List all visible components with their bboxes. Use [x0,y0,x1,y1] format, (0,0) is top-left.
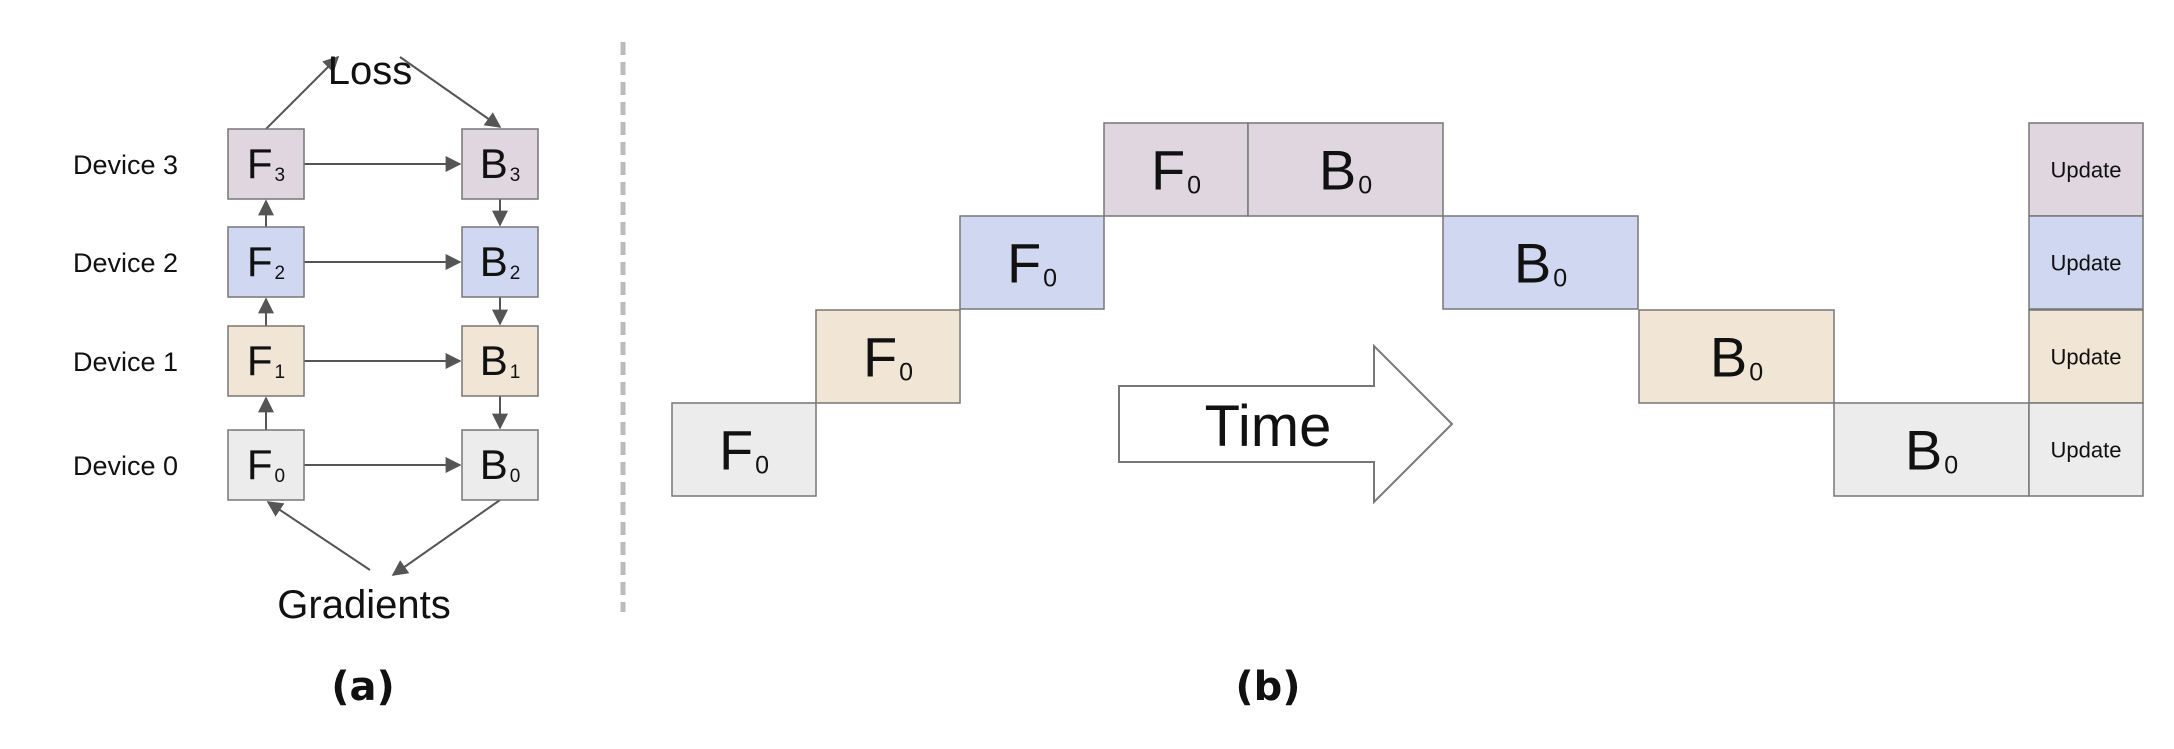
device-0-label: Device 0 [73,451,178,481]
device-1-label: Device 1 [73,347,178,377]
device-2-backward-label-base: B [480,238,508,285]
device-1-forward-label-base: F [247,337,273,384]
device-3-backward-label-base: B [480,140,508,187]
device-3-backward-step [1247,122,1444,217]
time-arrow-shape [1118,343,1454,505]
device-3-backward-box [461,128,539,200]
device-1-backward-label-base: B [480,337,508,384]
device-2-update-step [2028,215,2144,310]
device-3-forward-step-label-subscript: 0 [1187,172,1201,200]
device-0-forward-step [671,402,817,497]
device-2-update-label: Update [2051,251,2122,276]
device-3-update-step [2028,122,2144,217]
device-2-backward-step-label: B0 [1514,232,1567,295]
device-2-forward-label-subscript: 2 [275,263,286,284]
device-0-forward-label-subscript: 0 [275,466,286,487]
device-3-forward-step [1103,122,1249,217]
device-2-forward-box [227,226,305,298]
device-2-backward-step-label-base: B [1514,232,1551,295]
loss-to-backward-arrow [399,56,502,128]
device-3-backward-step-label-base: B [1319,139,1356,202]
device-0-backward-box [461,429,539,501]
device-0-backward-step-label-subscript: 0 [1944,452,1958,480]
panel-a-arrows [258,55,508,576]
device-1-forward-step-label: F0 [863,326,913,389]
device-2-backward-step-label-subscript: 0 [1553,265,1567,293]
panel-b-caption: (b) [1235,664,1300,710]
device-1-forward-step [815,309,961,404]
device-0-backward-step-label-base: B [1905,419,1942,482]
gradients-to-forward-arrow [266,501,371,571]
device-2-forward-step [959,215,1105,310]
gradients-label: Gradients [277,583,450,627]
device-1-backward-step-label: B0 [1710,326,1763,389]
device-2-forward-step-label: F0 [1007,232,1057,295]
device-3-label: Device 3 [73,150,178,180]
panel-a-caption: (a) [331,664,395,710]
device-2-backward-box [461,226,539,298]
device-0-backward-label-subscript: 0 [510,466,521,487]
device-0-forward-box [227,429,305,501]
backward-to-gradients-arrow [391,499,501,576]
device-3-forward-label-subscript: 3 [275,165,286,186]
device-0-backward-label-base: B [480,441,508,488]
device-3-backward-step-label: B0 [1319,139,1372,202]
device-0-forward-step-label-subscript: 0 [755,452,769,480]
device-1-backward-step-label-base: B [1710,326,1747,389]
loss-label: Loss [328,49,413,93]
device-0-update-step [2028,402,2144,497]
device-3-backward-label-subscript: 3 [510,165,521,186]
device-0-forward-step-label: F0 [719,419,769,482]
device-1-forward-step-label-subscript: 0 [899,359,913,387]
device-1-forward-label-subscript: 1 [275,362,286,383]
device-1-backward-box [461,325,539,397]
device-2-label: Device 2 [73,248,178,278]
device-0-backward-step-label: B0 [1905,419,1958,482]
device-3-forward-step-label: F0 [1151,139,1201,202]
device-1-backward-step-label-subscript: 0 [1749,359,1763,387]
device-3-backward-step-label-subscript: 0 [1358,172,1372,200]
device-0-forward-step-label-base: F [719,419,753,482]
device-3-update-label: Update [2051,158,2122,183]
device-0-forward-label-base: F [247,441,273,488]
device-3-forward-label-base: F [247,140,273,187]
device-2-backward-step [1442,215,1639,310]
device-1-forward-step-label-base: F [863,326,897,389]
device-2-forward-step-label-base: F [1007,232,1041,295]
device-0-update-label: Update [2051,438,2122,463]
device-3-forward-box [227,128,305,200]
time-label: Time [1205,394,1332,459]
device-1-backward-label-subscript: 1 [510,362,521,383]
device-3-forward-step-label-base: F [1151,139,1185,202]
device-1-forward-box [227,325,305,397]
forward-to-loss-arrow [265,55,340,130]
device-0-backward-step [1833,402,2030,497]
time-arrow: Time [1118,343,1454,505]
device-2-forward-step-label-subscript: 0 [1043,265,1057,293]
device-2-forward-label-base: F [247,238,273,285]
device-1-update-label: Update [2051,345,2122,370]
device-1-backward-step [1638,309,1835,404]
device-2-backward-label-subscript: 2 [510,263,521,284]
